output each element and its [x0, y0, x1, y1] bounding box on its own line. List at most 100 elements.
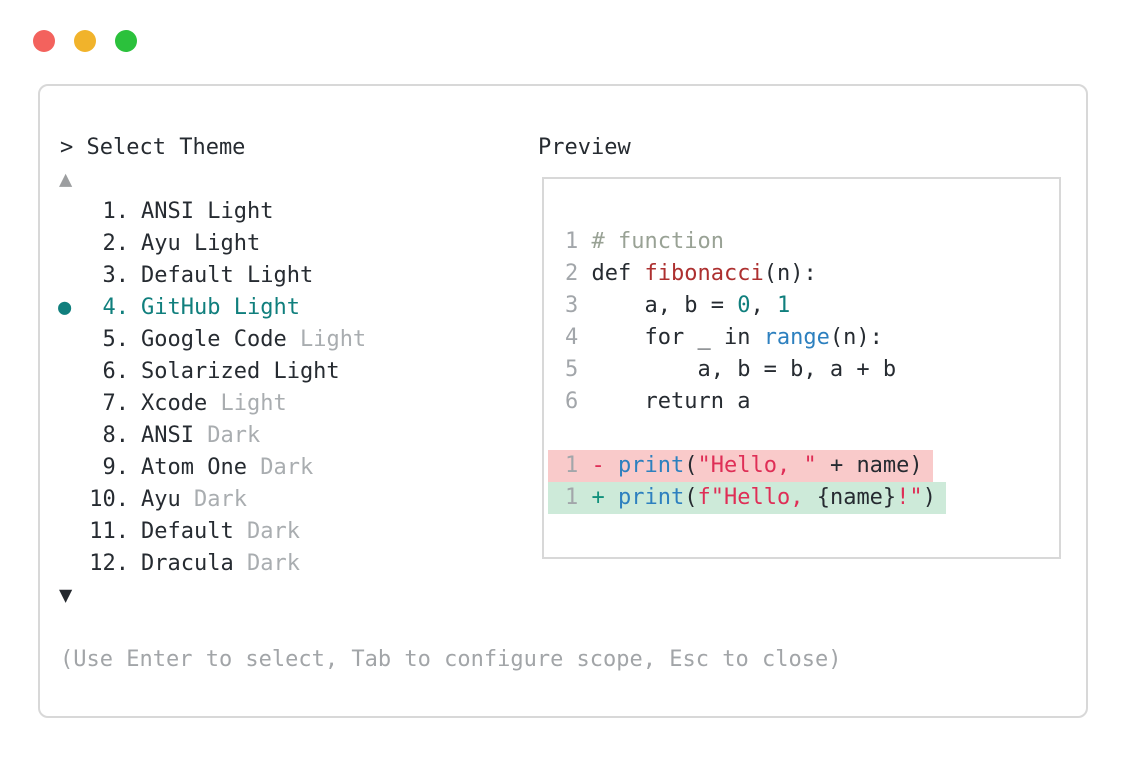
theme-label: Atom One [141, 455, 261, 480]
code-token: , [750, 293, 777, 318]
code-line: 5 a, b = b, a + b [565, 354, 1059, 386]
code-token: print [618, 453, 685, 478]
theme-list-item[interactable]: 12. Dracula Dark [58, 548, 366, 580]
diff-added-line: 1 + print(f"Hello, {name}!") [548, 482, 946, 514]
minimize-button[interactable] [74, 30, 96, 52]
code-line-content: 6 return a [565, 386, 750, 418]
theme-selector-window: > Select Theme ▲ 1. ANSI Light 2. Ayu Light… [38, 84, 1088, 718]
theme-number: 10. [89, 487, 129, 512]
preview-label: Preview [538, 135, 631, 160]
theme-number: 7. [102, 391, 130, 416]
code-token: "Hello, " [697, 453, 817, 478]
theme-label: Ayu [141, 487, 194, 512]
theme-variant-label: Dark [193, 487, 247, 512]
theme-number: 2. [102, 231, 130, 256]
code-token: ( [684, 485, 698, 510]
code-token: {name} [816, 485, 897, 510]
traffic-lights [33, 30, 137, 52]
theme-variant-label: Dark [260, 455, 314, 480]
code-line: 2 def fibonacci(n): [565, 258, 1059, 290]
zoom-button[interactable] [115, 30, 137, 52]
theme-number: 12. [89, 551, 129, 576]
code-token: print [618, 485, 685, 510]
scroll-down-icon: ▼ [59, 583, 73, 608]
theme-number: 5. [102, 327, 130, 352]
code-token: # function [578, 229, 724, 254]
theme-list-item[interactable]: 8.ANSI Dark [58, 420, 366, 452]
code-token: + name) [816, 453, 923, 478]
theme-label: GitHub Light [141, 295, 300, 320]
theme-number: 3. [102, 263, 130, 288]
code-token: fibonacci [644, 261, 764, 286]
code-token: (n): [829, 325, 883, 350]
code-line: 4 for _ in range(n): [565, 322, 1059, 354]
theme-variant-label: Dark [246, 551, 300, 576]
line-number: 6 [565, 389, 579, 414]
code-token: !" [896, 485, 923, 510]
code-token: a, b = b, a + b [578, 357, 897, 382]
code-token: range [763, 325, 830, 350]
code-line [565, 418, 1059, 450]
close-button[interactable] [33, 30, 55, 52]
code-line: 1 - print("Hello, " + name) [548, 450, 1059, 482]
code-token: 0 [737, 293, 751, 318]
theme-label: Default Light [141, 263, 314, 288]
code-line: 1 + print(f"Hello, {name}!") [548, 482, 1059, 514]
theme-list-item[interactable]: 5. Google Code Light [58, 324, 367, 356]
theme-label: Solarized Light [141, 359, 340, 384]
code-token [605, 453, 618, 478]
theme-label: Dracula [141, 551, 247, 576]
theme-number: 4. [102, 295, 130, 320]
code-token: a, b = [578, 293, 738, 318]
theme-list-item[interactable]: 10. Ayu Dark [58, 484, 366, 516]
code-token: 1 [776, 293, 791, 318]
code-line-content: 1 # function [565, 226, 724, 258]
code-token: - [591, 453, 605, 478]
code-token [578, 453, 591, 478]
theme-list-item[interactable]: 9.Atom One Dark [58, 452, 366, 484]
line-number: 4 [565, 325, 579, 350]
theme-variant-label: Light [299, 327, 367, 352]
theme-list-item[interactable]: 11.Default Dark [58, 516, 366, 548]
line-number: 1 [565, 229, 579, 254]
theme-label: Google Code [141, 327, 300, 352]
theme-list-item[interactable]: 1. ANSI Light [58, 196, 366, 228]
code-line-content: 3 a, b = 0, 1 [565, 290, 790, 322]
code-token: ) [922, 485, 936, 510]
theme-list-item[interactable]: 7.Xcode Light [58, 388, 366, 420]
code-line: 3 a, b = 0, 1 [565, 290, 1059, 322]
code-token: + [591, 485, 605, 510]
code-token: f"Hello, [697, 485, 817, 510]
theme-number: 6. [102, 359, 130, 384]
theme-number: 8. [102, 423, 130, 448]
code-line: 1 # function [565, 226, 1059, 258]
code-line-content: 5 a, b = b, a + b [565, 354, 896, 386]
diff-removed-line: 1 - print("Hello, " + name) [548, 450, 933, 482]
help-text: (Use Enter to select, Tab to configure s… [60, 647, 842, 672]
code-token [605, 485, 618, 510]
line-number: 1 [565, 453, 579, 478]
theme-list-item[interactable]: 3. Default Light [58, 260, 366, 292]
code-token: ( [684, 453, 698, 478]
theme-number: 1. [102, 199, 130, 224]
line-number: 3 [565, 293, 579, 318]
select-theme-prompt: > Select Theme [60, 135, 246, 160]
theme-list-item[interactable]: 2. Ayu Light [58, 228, 366, 260]
code-token: return a [578, 389, 751, 414]
theme-list-item[interactable]: 6. Solarized Light [58, 356, 366, 388]
theme-label: ANSI [141, 423, 208, 448]
code-line-content: 4 for _ in range(n): [565, 322, 883, 354]
scroll-up-icon: ▲ [59, 167, 73, 192]
theme-list-item[interactable]: ●4.GitHub Light [58, 292, 366, 324]
theme-label: Ayu Light [141, 231, 261, 256]
code-token: for _ in [578, 325, 764, 350]
code-token: (n): [763, 261, 817, 286]
theme-label: Xcode [141, 391, 221, 416]
theme-variant-label: Dark [246, 519, 300, 544]
theme-label: ANSI Light [141, 199, 274, 224]
code-line-content: 2 def fibonacci(n): [565, 258, 817, 290]
line-number: 1 [565, 485, 579, 510]
